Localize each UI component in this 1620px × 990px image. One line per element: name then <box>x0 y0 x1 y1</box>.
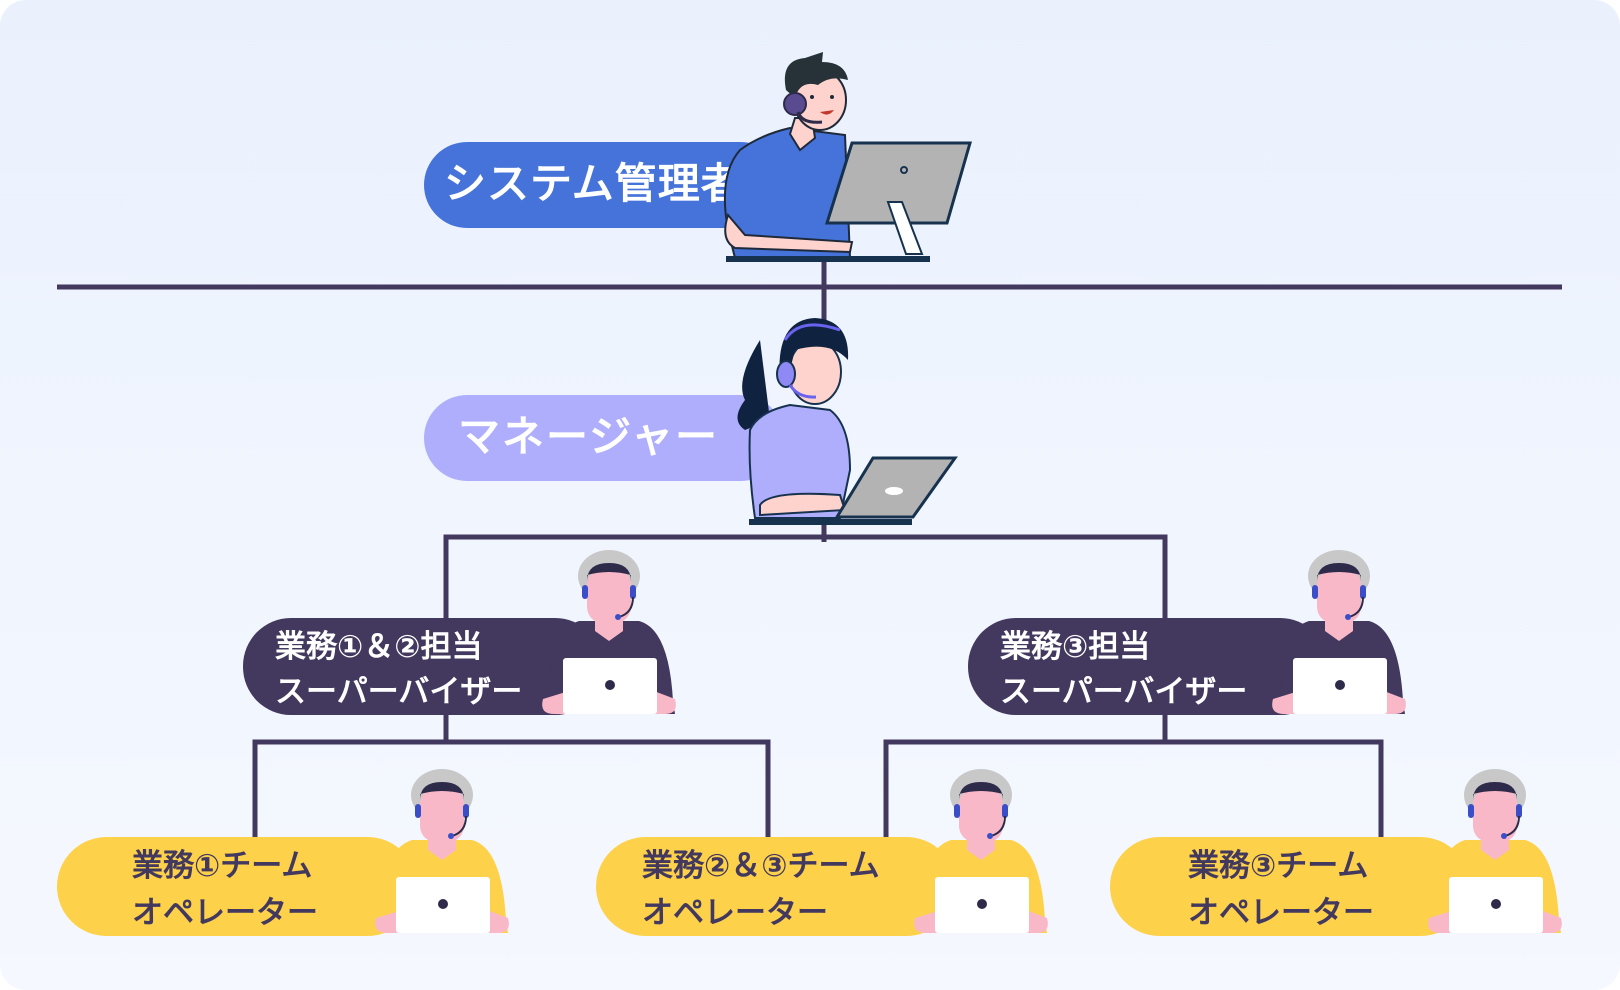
operator-label-3: 業務③チーム オペレーター <box>1110 837 1470 936</box>
operator-2-line1: 業務②＆③チーム <box>642 848 880 883</box>
operator-1-line1: 業務①チーム <box>132 848 313 883</box>
supervisor-label-1: 業務①＆②担当 スーパーバイザー <box>243 618 603 715</box>
supervisor-1-line2: スーパーバイザー <box>275 674 523 709</box>
connector-manager-supervisors <box>443 534 1168 620</box>
operator-1-line2: オペレーター <box>132 895 318 930</box>
operator-3-line1: 業務③チーム <box>1188 848 1369 883</box>
operator-2-line2: オペレーター <box>642 895 828 930</box>
operator-3-line2: オペレーター <box>1188 895 1374 930</box>
admin-label-text: システム管理者 <box>444 160 744 207</box>
admin-label: システム管理者 <box>424 142 784 228</box>
supervisor-2-line2: スーパーバイザー <box>1000 674 1248 709</box>
operator-label-2: 業務②＆③チーム オペレーター <box>596 837 956 936</box>
operator-label-1: 業務①チーム オペレーター <box>57 837 417 936</box>
manager-label: マネージャー <box>424 395 784 481</box>
supervisor-1-line1: 業務①＆②担当 <box>275 629 483 664</box>
connector-sup1-operators <box>252 739 771 840</box>
supervisor-label-2: 業務③担当 スーパーバイザー <box>968 618 1328 715</box>
supervisor-2-line1: 業務③担当 <box>1000 629 1151 664</box>
manager-label-text: マネージャー <box>458 413 720 460</box>
connector-sup2-operators <box>883 739 1384 840</box>
